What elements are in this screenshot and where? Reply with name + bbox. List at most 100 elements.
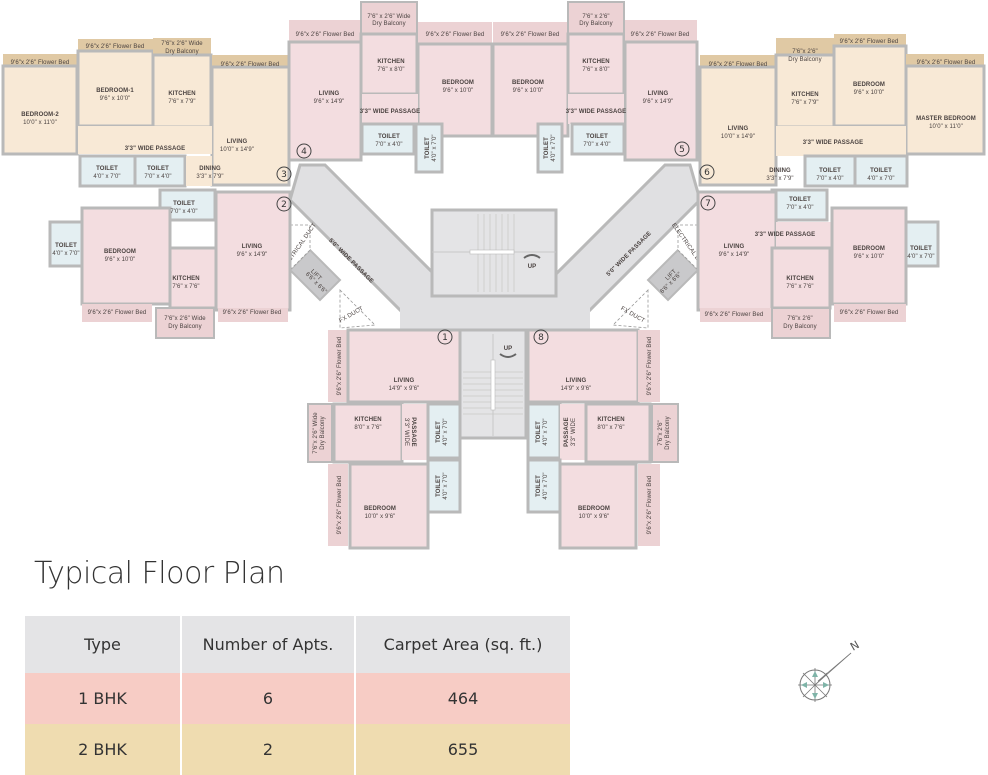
svg-text:BEDROOM: BEDROOM	[853, 82, 885, 88]
svg-text:KITCHEN: KITCHEN	[172, 276, 199, 282]
svg-text:4'0" x 7'0": 4'0" x 7'0"	[432, 134, 438, 161]
unit-7: TOILET 7'0" x 4'0" 3'3" WIDE PASSAGE LIV…	[696, 188, 940, 339]
svg-text:3'3" WIDE PASSAGE: 3'3" WIDE PASSAGE	[755, 232, 816, 238]
svg-text:LIVING: LIVING	[394, 378, 415, 384]
svg-text:9'6"x 2'6" Flower Bed: 9'6"x 2'6" Flower Bed	[296, 32, 355, 38]
svg-text:9'6"x 2'6" Flower Bed: 9'6"x 2'6" Flower Bed	[705, 312, 764, 318]
svg-text:9'6"x 2'6" Flower Bed: 9'6"x 2'6" Flower Bed	[88, 310, 147, 316]
svg-text:BEDROOM-1: BEDROOM-1	[96, 88, 134, 94]
svg-text:4'0" x 7'0": 4'0" x 7'0"	[551, 134, 557, 161]
svg-text:BEDROOM: BEDROOM	[512, 80, 544, 86]
svg-text:4'0" x 7'0": 4'0" x 7'0"	[543, 472, 549, 499]
svg-text:Dry Balcony: Dry Balcony	[579, 21, 612, 27]
unit-5: 9'6"x 2'6" Flower Bed 7'6" x 2'6" Dry Ba…	[491, 1, 699, 174]
svg-text:TOILET: TOILET	[870, 168, 892, 174]
unit-8: LIVING 14'9" x 9'6" 9'6"x 2'6" Flower Be…	[526, 328, 679, 550]
svg-text:TOILET: TOILET	[789, 197, 811, 203]
svg-text:9'6" x 14'9": 9'6" x 14'9"	[719, 252, 750, 258]
svg-text:TOILET: TOILET	[436, 475, 442, 497]
unit-1: 9'6"x 2'6" Flower Bed LIVING 14'9" x 9'6…	[307, 328, 462, 550]
svg-text:7'6" x 7'6": 7'6" x 7'6"	[172, 284, 199, 290]
svg-text:Dry Balcony: Dry Balcony	[165, 49, 198, 55]
svg-text:10'0" x 14'9": 10'0" x 14'9"	[721, 134, 755, 140]
svg-text:10'0" x 9'6": 10'0" x 9'6"	[579, 514, 610, 520]
svg-text:UP: UP	[504, 346, 513, 352]
svg-text:8: 8	[538, 333, 544, 343]
svg-text:Dry Balcony: Dry Balcony	[665, 416, 671, 449]
svg-text:BEDROOM: BEDROOM	[578, 506, 610, 512]
svg-text:PASSAGE: PASSAGE	[564, 417, 570, 447]
svg-text:9'6"x 2'6" Flower Bed: 9'6"x 2'6" Flower Bed	[840, 310, 899, 316]
header-number-of-apts: Number of Apts.	[180, 616, 355, 673]
svg-text:4'0" x 7'0": 4'0" x 7'0"	[443, 418, 449, 445]
svg-text:2: 2	[281, 200, 287, 210]
svg-text:9'6"x 2'6" Flower Bed: 9'6"x 2'6" Flower Bed	[223, 310, 282, 316]
header-carpet-area: Carpet Area (sq. ft.)	[354, 616, 570, 673]
cell-area: 655	[354, 724, 570, 775]
svg-text:9'6" x 10'0": 9'6" x 10'0"	[854, 90, 885, 96]
svg-text:BEDROOM: BEDROOM	[442, 80, 474, 86]
svg-text:10'0" x 9'6": 10'0" x 9'6"	[365, 514, 396, 520]
svg-text:TOILET: TOILET	[55, 243, 77, 249]
svg-text:7'0" x 4'0": 7'0" x 4'0"	[786, 205, 813, 211]
svg-text:TOILET: TOILET	[544, 137, 550, 159]
header-type: Type	[25, 616, 181, 673]
lift-left: LIFT 6'6" x 6'6"	[288, 248, 342, 302]
svg-text:LIVING: LIVING	[227, 139, 248, 145]
svg-text:9'6"x 2'6" Flower Bed: 9'6"x 2'6" Flower Bed	[501, 32, 560, 38]
svg-text:9'6" x 10'0": 9'6" x 10'0"	[105, 257, 136, 263]
svg-text:3: 3	[281, 170, 287, 180]
fx-duct-right: FX DUCT	[612, 289, 649, 329]
svg-text:3'3" WIDE: 3'3" WIDE	[571, 418, 577, 446]
svg-text:7'6" x 7'9": 7'6" x 7'9"	[791, 100, 818, 106]
svg-text:7'6"x 2'6": 7'6"x 2'6"	[658, 420, 664, 446]
svg-text:7'6"x 2'6": 7'6"x 2'6"	[787, 316, 813, 322]
svg-text:4'0" x 7'0": 4'0" x 7'0"	[93, 174, 120, 180]
svg-text:MASTER BEDROOM: MASTER BEDROOM	[916, 116, 976, 122]
svg-text:KITCHEN: KITCHEN	[354, 417, 381, 423]
svg-text:7'0" x 4'0": 7'0" x 4'0"	[170, 209, 197, 215]
svg-text:9'6" x 14'9": 9'6" x 14'9"	[314, 99, 345, 105]
svg-text:LIVING: LIVING	[728, 126, 749, 132]
svg-text:7: 7	[705, 199, 711, 209]
svg-text:BEDROOM-2: BEDROOM-2	[21, 112, 59, 118]
svg-text:3'3" WIDE PASSAGE: 3'3" WIDE PASSAGE	[360, 109, 421, 115]
cell-area: 464	[354, 673, 570, 724]
unit-2: TOILET 7'0" x 4'0" TOILET 4'0" x 7'0" BE…	[48, 188, 292, 339]
svg-text:7'6" x 8'0": 7'6" x 8'0"	[582, 67, 609, 73]
svg-text:7'6"x 2'6": 7'6"x 2'6"	[792, 49, 818, 55]
svg-text:7'6"x 2'6" Wide: 7'6"x 2'6" Wide	[313, 412, 319, 454]
table-header-row: Type Number of Apts. Carpet Area (sq. ft…	[25, 616, 570, 673]
unit-6: 9'6"x 2'6" Flower Bed 7'6"x 2'6" Dry Bal…	[698, 34, 986, 188]
svg-text:10'0" x 11'0": 10'0" x 11'0"	[929, 124, 963, 130]
svg-text:9'6"x 2'6" Flower Bed: 9'6"x 2'6" Flower Bed	[221, 62, 280, 68]
svg-text:7'6" x 7'6": 7'6" x 7'6"	[786, 284, 813, 290]
svg-text:7'6" x 8'0": 7'6" x 8'0"	[377, 67, 404, 73]
svg-text:4'0" x 7'0": 4'0" x 7'0"	[907, 254, 934, 260]
svg-text:TOILET: TOILET	[96, 166, 118, 172]
svg-text:9'6"x 2'6" Flower Bed: 9'6"x 2'6" Flower Bed	[337, 476, 343, 535]
svg-text:DINING: DINING	[769, 168, 791, 174]
svg-text:Dry Balcony: Dry Balcony	[320, 416, 326, 449]
svg-text:3'3" WIDE PASSAGE: 3'3" WIDE PASSAGE	[566, 109, 627, 115]
svg-text:LIVING: LIVING	[724, 244, 745, 250]
svg-text:9'6" x 10'0": 9'6" x 10'0"	[100, 96, 131, 102]
svg-text:7'0" x 4'0": 7'0" x 4'0"	[375, 142, 402, 148]
svg-text:7'6" x 2'6": 7'6" x 2'6"	[582, 14, 609, 20]
svg-text:LIVING: LIVING	[319, 91, 340, 97]
svg-text:PASSAGE: PASSAGE	[410, 417, 416, 447]
svg-text:TOILET: TOILET	[586, 134, 608, 140]
svg-text:7'6" x 7'9": 7'6" x 7'9"	[168, 99, 195, 105]
svg-text:Dry Balcony: Dry Balcony	[788, 57, 821, 63]
svg-text:9'6"x 2'6" Flower Bed: 9'6"x 2'6" Flower Bed	[86, 44, 145, 50]
cell-count: 2	[180, 724, 355, 775]
lower-staircase: UP	[458, 328, 528, 440]
svg-text:TOILET: TOILET	[173, 201, 195, 207]
svg-text:3'3" WIDE: 3'3" WIDE	[403, 418, 409, 446]
svg-text:9'6"x 2'6" Flower Bed: 9'6"x 2'6" Flower Bed	[337, 337, 343, 396]
upper-staircase: UP	[430, 208, 558, 298]
svg-text:KITCHEN: KITCHEN	[582, 59, 609, 65]
svg-text:9'6"x 2'6" Flower Bed: 9'6"x 2'6" Flower Bed	[647, 337, 653, 396]
svg-text:9'6"x 2'6" Flower Bed: 9'6"x 2'6" Flower Bed	[709, 62, 768, 68]
svg-text:9'6" x 10'0": 9'6" x 10'0"	[443, 88, 474, 94]
